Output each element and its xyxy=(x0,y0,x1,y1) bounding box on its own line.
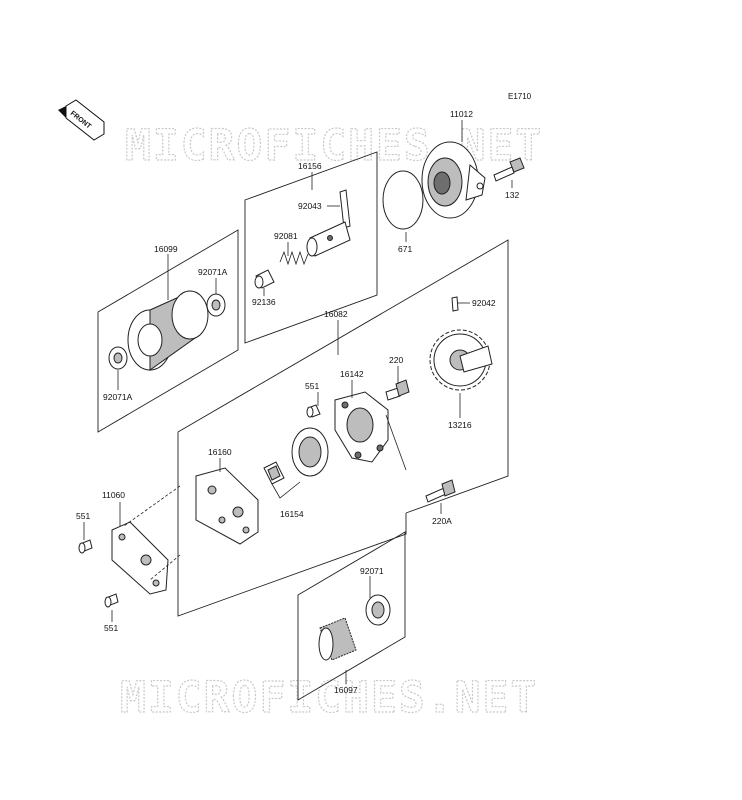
part-label-671: 671 xyxy=(398,244,412,254)
box-16097 xyxy=(297,531,406,701)
part-label-132: 132 xyxy=(505,190,519,200)
watermark-top: MICROFICHES.NET xyxy=(125,121,543,171)
part-label-92043: 92043 xyxy=(298,201,322,211)
watermark-bottom: MICROFICHES.NET xyxy=(120,673,538,723)
part-label-220A: 220A xyxy=(432,516,452,526)
part-label-16082: 16082 xyxy=(324,309,348,319)
part-92071-seal xyxy=(365,594,391,626)
front-arrow-icon: FRONT xyxy=(58,99,105,141)
part-label-16142: 16142 xyxy=(340,369,364,379)
box-16099 xyxy=(97,229,239,433)
part-16142-pump-body xyxy=(334,391,389,463)
leader-lines xyxy=(83,120,513,684)
part-label-551-left: 551 xyxy=(76,511,90,521)
part-label-92071: 92071 xyxy=(360,566,384,576)
part-16154-inner-rotor xyxy=(263,461,285,485)
part-label-11012: 11012 xyxy=(450,109,473,119)
part-label-92071A-lower: 92071A xyxy=(103,392,133,402)
part-551-dowel-bottom xyxy=(104,593,119,608)
part-label-92081: 92081 xyxy=(274,231,298,241)
part-132-bolt xyxy=(493,157,525,182)
part-label-92136: 92136 xyxy=(252,297,276,307)
part-label-16154: 16154 xyxy=(280,509,304,519)
part-label-11060: 11060 xyxy=(102,490,125,500)
part-label-551-middle: 551 xyxy=(305,381,319,391)
part-16160-plate xyxy=(195,467,259,545)
part-551-dowel-left xyxy=(78,539,93,554)
part-label-551-bottom: 551 xyxy=(104,623,118,633)
part-92042-pin xyxy=(451,296,459,312)
part-label-92042: 92042 xyxy=(472,298,496,308)
part-16154-outer-rotor xyxy=(291,427,329,477)
part-92071A-upper-seal xyxy=(206,293,226,317)
part-11012-cover xyxy=(421,141,486,219)
part-16097-strainer xyxy=(318,617,357,661)
diagram-id-label: E1710 xyxy=(508,92,532,101)
box-16156 xyxy=(244,151,378,344)
part-label-16099: 16099 xyxy=(154,244,178,254)
part-220A-bolt xyxy=(425,479,456,503)
part-551-dowel-middle xyxy=(306,404,321,418)
part-label-16097: 16097 xyxy=(334,685,358,695)
part-label-220: 220 xyxy=(389,355,403,365)
part-label-16156: 16156 xyxy=(298,161,322,171)
part-16156-shaft xyxy=(306,221,351,257)
part-label-92071A-upper: 92071A xyxy=(198,267,228,277)
part-92136-collar xyxy=(254,269,275,289)
part-671-oring xyxy=(382,170,424,230)
part-13216-gear xyxy=(429,329,493,391)
part-label-16160: 16160 xyxy=(208,447,232,457)
part-label-13216: 13216 xyxy=(448,420,472,430)
box-16082 xyxy=(177,239,509,617)
part-92043-pin xyxy=(339,189,351,229)
part-220-bolt xyxy=(385,379,410,401)
part-92081-spring xyxy=(279,250,309,266)
part-16099-filter xyxy=(127,290,209,371)
part-92071A-lower-seal xyxy=(108,346,128,370)
part-11060-gasket xyxy=(111,521,169,595)
